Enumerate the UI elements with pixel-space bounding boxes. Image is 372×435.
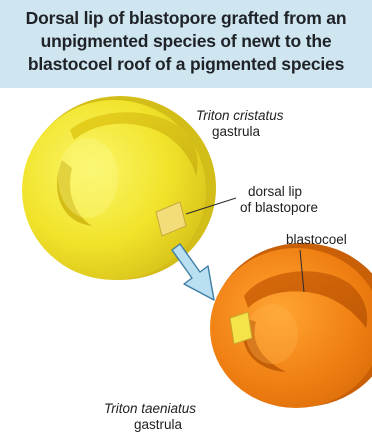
transfer-arrow — [172, 244, 214, 300]
label-blastocoel: blastocoel — [286, 232, 347, 247]
label-triton-taeniatus: Triton taeniatus — [104, 401, 196, 416]
donor-embryo — [22, 96, 216, 280]
donor-highlight — [58, 138, 118, 218]
host-embryo — [210, 243, 372, 408]
arrow-shape — [172, 244, 214, 300]
dorsal-lip-graft-host — [230, 312, 252, 344]
label-triton-taeniatus-stage: gastrula — [134, 417, 183, 432]
host-highlight — [246, 304, 298, 364]
label-triton-cristatus: Triton cristatus — [196, 108, 284, 123]
label-dorsal-lip-line2: of blastopore — [240, 200, 318, 215]
label-dorsal-lip-line1: dorsal lip — [248, 184, 302, 199]
label-triton-cristatus-stage: gastrula — [212, 124, 261, 139]
